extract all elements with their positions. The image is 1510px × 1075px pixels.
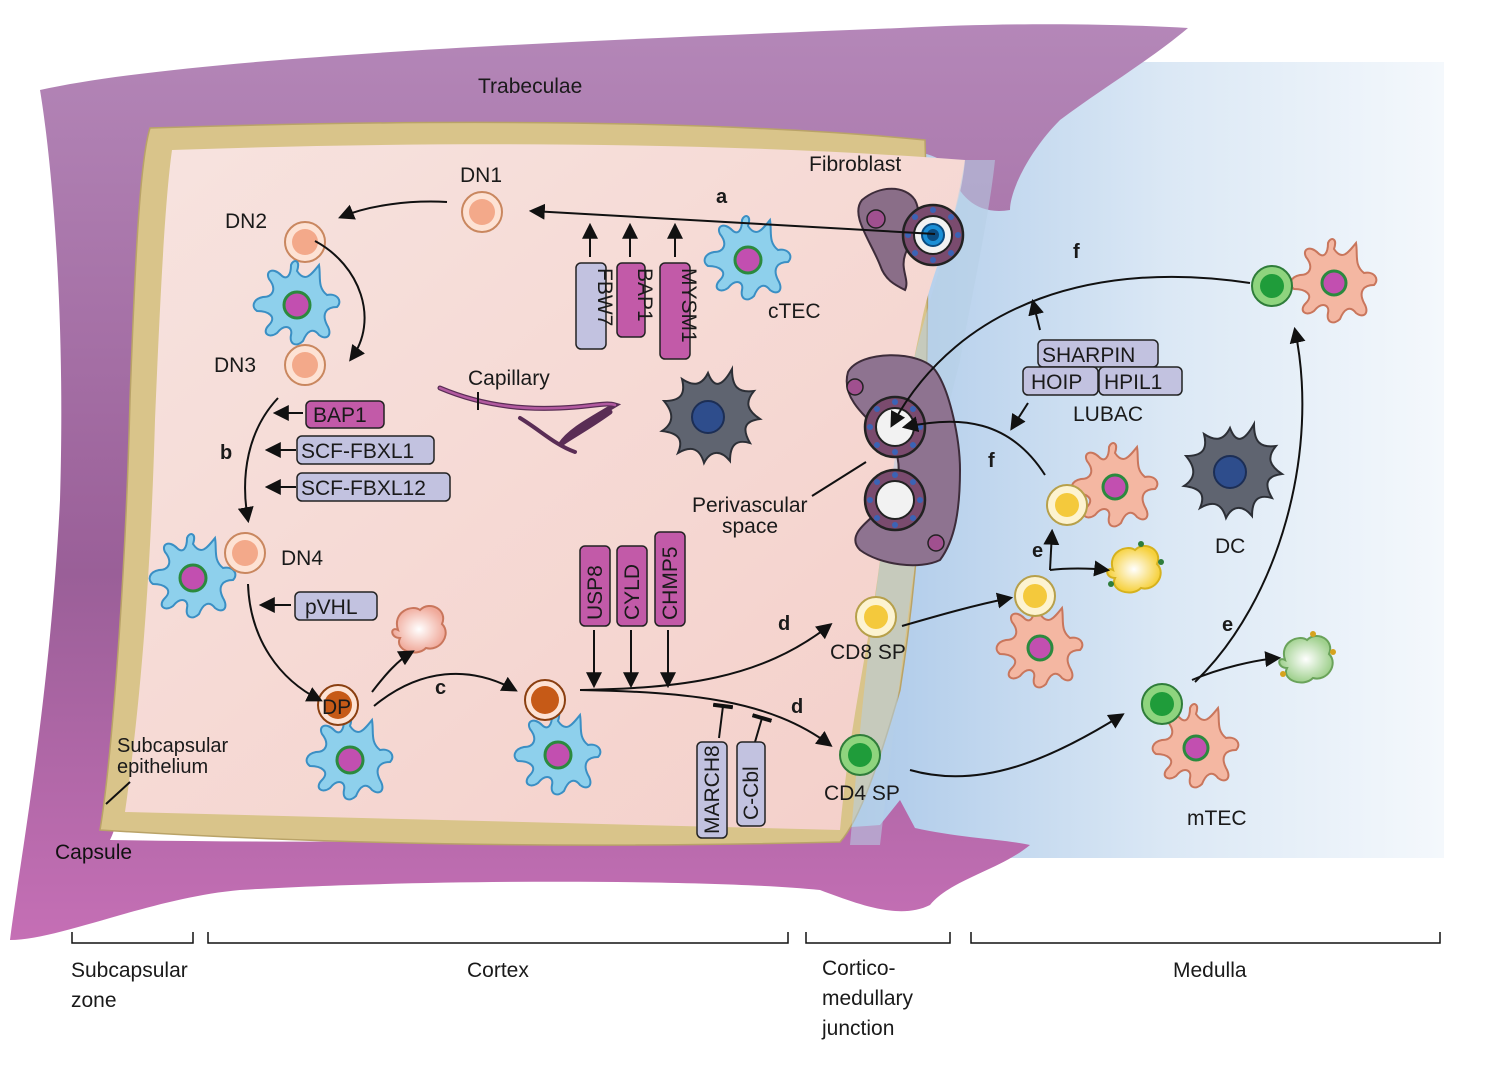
cd8sp-label: CD8 SP	[830, 641, 906, 664]
apoptotic-body-2	[1106, 541, 1164, 594]
trabeculae-label: Trabeculae	[478, 75, 582, 98]
subcapsular-epithelium-label-2: epithelium	[117, 756, 208, 778]
capillary	[437, 385, 622, 454]
protein-hpil1: HPIL1	[1098, 366, 1183, 396]
step-d-1: d	[778, 613, 790, 635]
protein-usp8: USP8	[579, 545, 611, 627]
protein-scf-fbxl12: SCF-FBXL12	[296, 472, 451, 502]
svg-text:MARCH8: MARCH8	[701, 745, 724, 834]
cd4sp-medulla-cell	[1141, 683, 1183, 725]
protein-bap1-top: BAP1	[616, 262, 656, 338]
step-b: b	[220, 442, 232, 464]
fibroblast-nucleus	[866, 209, 886, 229]
cortex-region	[125, 144, 965, 831]
capsule	[10, 24, 1188, 941]
svg-text:CHMP5: CHMP5	[659, 546, 682, 620]
svg-text:HPIL1: HPIL1	[1104, 371, 1162, 394]
cd4sp-exit-cell	[1251, 265, 1293, 307]
fibroblast-label: Fibroblast	[809, 153, 901, 176]
perivascular-label-1: Perivascular	[692, 494, 808, 517]
dn2-cell	[284, 221, 326, 263]
capsule-label: Capsule	[55, 841, 132, 864]
dc-label: DC	[1215, 535, 1245, 558]
subcapsular-epithelium-label-1: Subcapsular	[117, 735, 229, 757]
cd8sp-medulla-cell	[1014, 575, 1056, 617]
perivascular-nucleus-2	[927, 534, 945, 552]
svg-text:HOIP: HOIP	[1031, 371, 1082, 394]
dp-label: DP	[322, 696, 351, 719]
svg-text:BAP1: BAP1	[633, 268, 656, 322]
capillary-label: Capillary	[468, 367, 550, 390]
lubac-label: LUBAC	[1073, 403, 1143, 426]
dn4-label: DN4	[281, 547, 323, 570]
cd4sp-label: CD4 SP	[824, 782, 900, 805]
zone-cmj-1: Cortico-	[822, 957, 896, 980]
flow-arrows	[237, 200, 1306, 778]
perivascular-label-2: space	[722, 515, 778, 538]
zone-cmj-2: medullary	[822, 987, 914, 1010]
step-c: c	[435, 677, 446, 699]
step-d-2: d	[791, 696, 803, 718]
zone-medulla: Medulla	[1173, 959, 1247, 982]
cd8sp-cell	[855, 596, 897, 638]
protein-march8: MARCH8	[696, 741, 728, 839]
blood-vessel-mid	[863, 395, 927, 459]
apoptotic-body-1	[391, 605, 447, 654]
step-f-1: f	[1073, 241, 1080, 263]
protein-pvhl: pVHL	[294, 591, 378, 621]
dn3-label: DN3	[214, 354, 256, 377]
cd8sp-presented-cell	[1046, 484, 1088, 526]
blood-vessel-top	[901, 203, 965, 267]
step-a: a	[716, 186, 728, 208]
svg-text:SHARPIN: SHARPIN	[1042, 344, 1135, 367]
svg-text:BAP1: BAP1	[313, 404, 367, 427]
perivascular-nucleus-1	[846, 378, 864, 396]
protein-scf-fbxl1: SCF-FBXL1	[296, 435, 435, 465]
regulator-arrows-top	[258, 222, 773, 743]
zone-subcapsular-2: zone	[71, 989, 117, 1012]
protein-hoip: HOIP	[1022, 366, 1099, 396]
svg-text:MYSM1: MYSM1	[677, 268, 700, 343]
protein-cyld: CYLD	[616, 545, 648, 627]
dn4-cell	[224, 532, 266, 574]
dn3-cell	[284, 344, 326, 386]
dp-selected-cell	[524, 679, 566, 721]
zone-brackets	[71, 932, 1441, 944]
subcapsular-pointer	[105, 781, 131, 805]
blood-vessel-low	[863, 468, 927, 532]
svg-text:SCF-FBXL1: SCF-FBXL1	[301, 440, 414, 463]
ctec-label: cTEC	[768, 300, 821, 323]
zone-subcapsular-1: Subcapsular	[71, 959, 188, 982]
step-e-2: e	[1222, 614, 1233, 636]
dn1-cell	[461, 191, 503, 233]
apoptotic-body-3	[1278, 631, 1336, 684]
svg-text:FBW7: FBW7	[593, 268, 616, 326]
protein-bap1-b: BAP1	[305, 400, 385, 429]
mtec-label: mTEC	[1187, 807, 1247, 830]
protein-fbw7: FBW7	[575, 262, 616, 350]
dn2-label: DN2	[225, 210, 267, 233]
protein-ccbl: C-Cbl	[736, 741, 766, 827]
step-e-1: e	[1032, 540, 1043, 562]
zone-cmj-3: junction	[821, 1017, 894, 1040]
svg-text:SCF-FBXL12: SCF-FBXL12	[301, 477, 426, 500]
cd4sp-cell	[839, 734, 881, 776]
svg-text:pVHL: pVHL	[305, 596, 358, 619]
protein-sharpin: SHARPIN	[1037, 339, 1159, 368]
svg-text:CYLD: CYLD	[621, 564, 644, 620]
svg-text:C-Cbl: C-Cbl	[740, 766, 763, 820]
dp-cell	[317, 684, 359, 726]
perivascular-pointer	[811, 461, 867, 497]
protein-mysm1: MYSM1	[659, 262, 700, 360]
svg-text:USP8: USP8	[584, 565, 607, 620]
dn1-label: DN1	[460, 164, 502, 187]
zone-cortex: Cortex	[467, 959, 529, 982]
protein-chmp5: CHMP5	[654, 531, 686, 627]
step-f-2: f	[988, 450, 995, 472]
